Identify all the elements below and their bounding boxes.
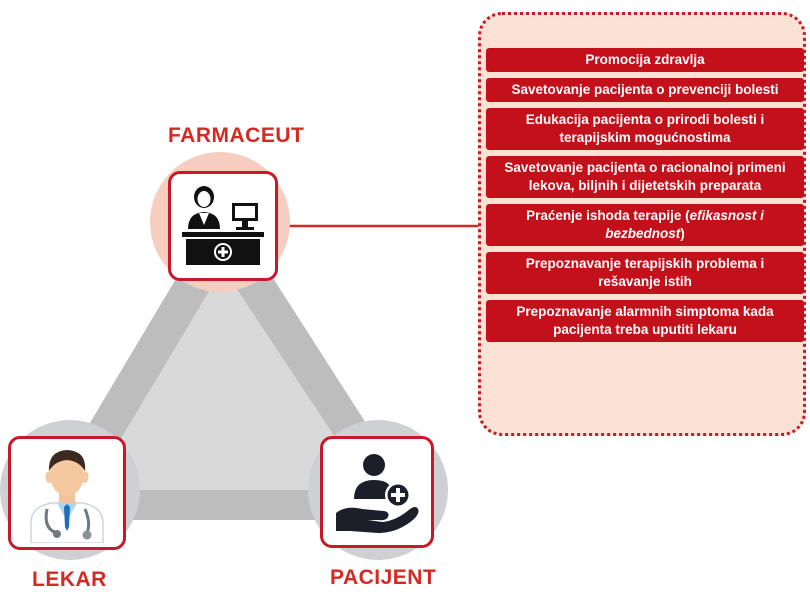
therapy-monitoring-text: Praćenje ishoda terapije ( [526,208,690,223]
service-item-health-promotion: Promocija zdravlja [486,48,804,72]
doctor-node [8,436,126,550]
service-item-therapy-problems: Prepoznavanje terapijskih problema i reš… [486,252,804,294]
doctor-with-stethoscope-icon [30,450,104,543]
therapy-monitoring-end: ) [680,226,685,241]
pharmacist-label: FARMACEUT [168,124,305,147]
pharmacist-at-counter-icon [182,186,264,265]
service-item-rational-use-counseling: Savetovanje pacijenta o racionalnoj prim… [486,156,804,198]
pharmacist-node [168,171,278,281]
service-item-prevention-counseling: Savetovanje pacijenta o prevenciji boles… [486,78,804,102]
hand-holding-person-plus-icon [336,454,419,533]
doctor-label: LEKAR [32,568,107,591]
services-list: Promocija zdravlja Savetovanje pacijenta… [486,48,804,342]
service-item-disease-education: Edukacija pacijenta o prirodi bolesti i … [486,108,804,150]
service-item-therapy-monitoring: Praćenje ishoda terapije (efikasnost i b… [486,204,804,246]
therapy-monitoring-italic: efikasnost i bezbednost [605,208,764,241]
patient-label: PACIJENT [330,566,437,589]
triangle-inner [90,268,370,490]
patient-node [320,436,434,548]
service-item-alarm-symptoms: Prepoznavanje alarmnih simptoma kada pac… [486,300,804,342]
